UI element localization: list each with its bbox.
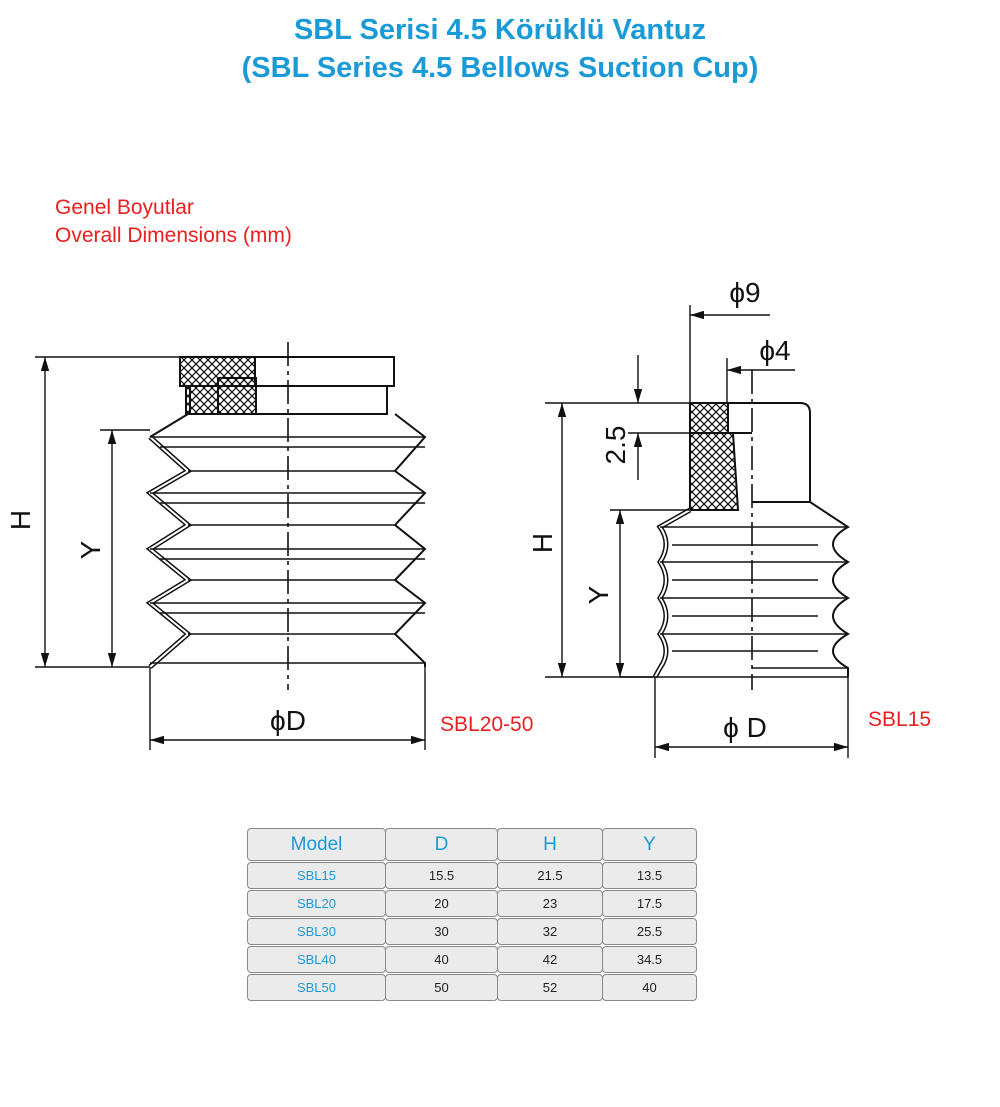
section-title-en: Overall Dimensions (mm) — [55, 224, 292, 247]
cell-d: 40 — [385, 946, 498, 973]
cell-y: 13.5 — [602, 862, 697, 889]
cell-model: SBL40 — [247, 946, 386, 973]
cell-model: SBL20 — [247, 890, 386, 917]
cell-model: SBL15 — [247, 862, 386, 889]
dim-d-left: ϕD — [270, 705, 306, 736]
model-label-left: SBL20-50 — [440, 713, 534, 736]
cell-y: 34.5 — [602, 946, 697, 973]
cell-y: 40 — [602, 974, 697, 1001]
model-label-right: SBL15 — [868, 708, 932, 731]
dim-phi4: ϕ4 — [759, 335, 790, 366]
table-header: Model D H Y — [247, 828, 697, 861]
cell-h: 42 — [497, 946, 603, 973]
cell-d: 30 — [385, 918, 498, 945]
header-model: Model — [247, 828, 386, 861]
cell-h: 32 — [497, 918, 603, 945]
title-en: (SBL Series 4.5 Bellows Suction Cup) — [241, 52, 759, 84]
dim-2-5: 2.5 — [600, 426, 631, 465]
cell-y: 17.5 — [602, 890, 697, 917]
dim-h-right: H — [527, 533, 558, 553]
cell-y: 25.5 — [602, 918, 697, 945]
left-cup-drawing — [35, 342, 427, 750]
dim-d-right: ϕ D — [723, 712, 767, 743]
cell-d: 20 — [385, 890, 498, 917]
cell-d: 15.5 — [385, 862, 498, 889]
dim-phi9: ϕ9 — [729, 277, 760, 308]
right-cup-drawing — [545, 305, 850, 758]
dim-y-left: Y — [75, 540, 106, 559]
title-tr: SBL Serisi 4.5 Körüklü Vantuz — [293, 14, 707, 46]
cell-model: SBL50 — [247, 974, 386, 1001]
section-title-tr: Genel Boyutlar — [55, 196, 194, 219]
header-d: D — [385, 828, 498, 861]
header-y: Y — [602, 828, 697, 861]
cell-h: 52 — [497, 974, 603, 1001]
cell-d: 50 — [385, 974, 498, 1001]
cell-model: SBL30 — [247, 918, 386, 945]
dim-h-left: H — [5, 510, 36, 530]
header-h: H — [497, 828, 603, 861]
cell-h: 21.5 — [497, 862, 603, 889]
cell-h: 23 — [497, 890, 603, 917]
dim-y-right: Y — [583, 585, 614, 604]
